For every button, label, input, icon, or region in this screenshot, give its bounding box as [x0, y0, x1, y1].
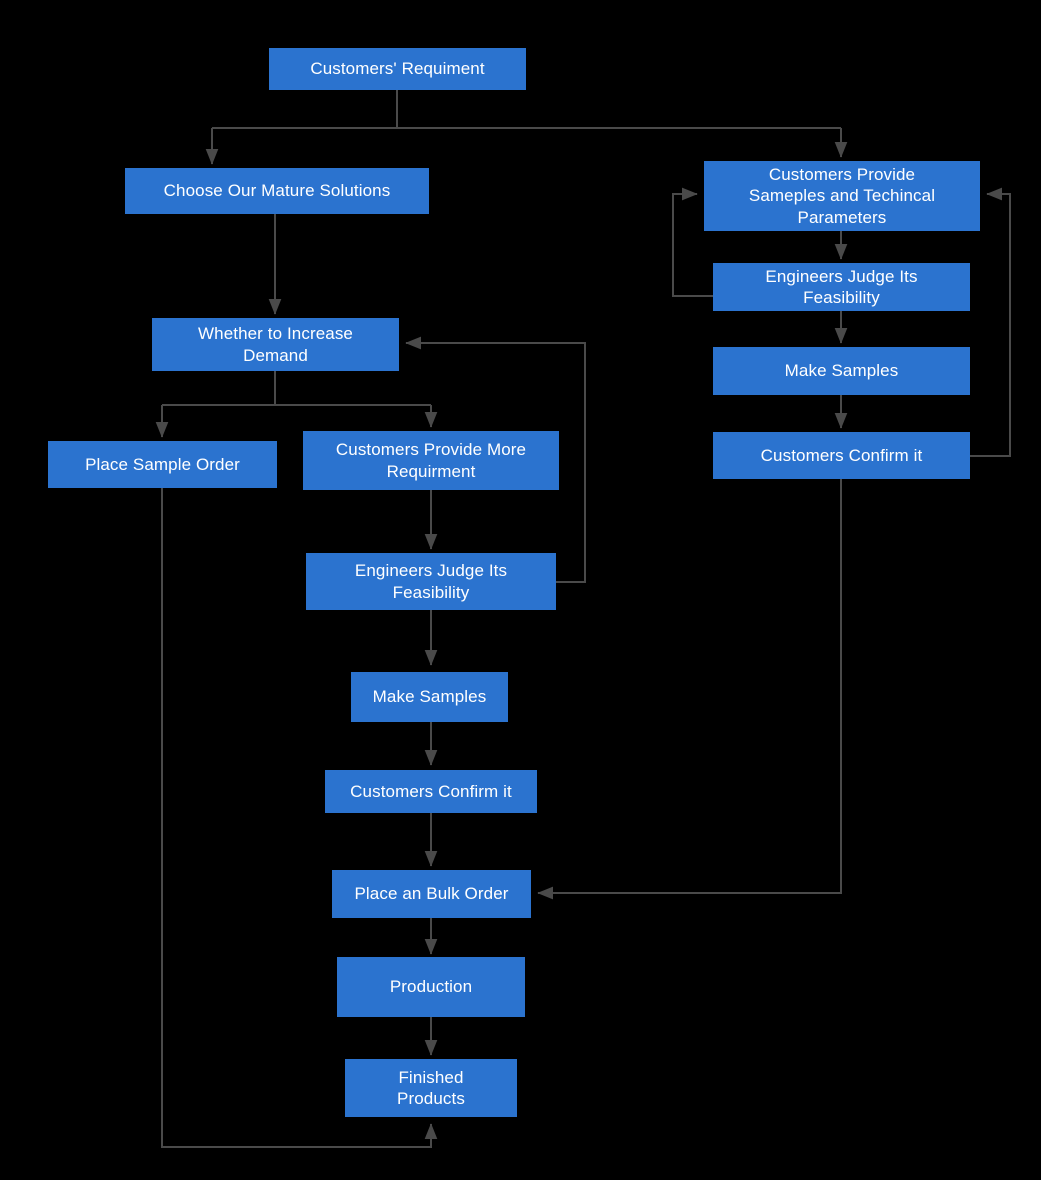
- node-engineers-judge-right[interactable]: Engineers Judge Its Feasibility: [713, 263, 970, 311]
- node-production[interactable]: Production: [337, 957, 525, 1017]
- edge-requiment-split: [212, 90, 841, 129]
- node-place-bulk-order[interactable]: Place an Bulk Order: [332, 870, 531, 918]
- node-customers-provide-more[interactable]: Customers Provide More Requirment: [303, 431, 559, 490]
- edge-confirm-right-to-bulk-order: [537, 479, 842, 900]
- node-customers-confirm-center[interactable]: Customers Confirm it: [325, 770, 537, 813]
- node-make-samples-center[interactable]: Make Samples: [351, 672, 508, 722]
- node-customers-provide-samples[interactable]: Customers Provide Sameples and Techincal…: [704, 161, 980, 231]
- node-customers-confirm-right[interactable]: Customers Confirm it: [713, 432, 970, 479]
- edge-place-sample-to-finished: [161, 488, 438, 1148]
- edge-engineers-center-feedback: [405, 336, 586, 583]
- node-engineers-judge-center[interactable]: Engineers Judge Its Feasibility: [306, 553, 556, 610]
- node-customers-requiment[interactable]: Customers' Requiment: [269, 48, 526, 90]
- edge-engineers-right-feedback: [672, 187, 713, 297]
- node-choose-mature-solutions[interactable]: Choose Our Mature Solutions: [125, 168, 429, 214]
- edge-confirm-right-feedback: [970, 187, 1011, 457]
- edge-whether-split: [162, 371, 431, 406]
- node-place-sample-order[interactable]: Place Sample Order: [48, 441, 277, 488]
- node-make-samples-right[interactable]: Make Samples: [713, 347, 970, 395]
- node-finished-products[interactable]: Finished Products: [345, 1059, 517, 1117]
- node-whether-increase-demand[interactable]: Whether to Increase Demand: [152, 318, 399, 371]
